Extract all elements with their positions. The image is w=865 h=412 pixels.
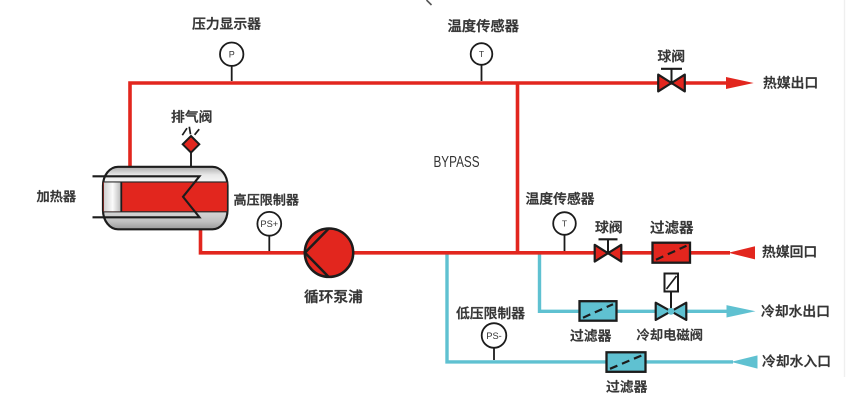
svg-text:PS+: PS+ [260, 219, 278, 229]
svg-text:PS-: PS- [486, 331, 502, 341]
svg-text:P: P [229, 49, 235, 59]
svg-text:T: T [562, 219, 567, 229]
svg-text:BYPASS: BYPASS [434, 154, 480, 171]
svg-text:T: T [479, 49, 484, 59]
